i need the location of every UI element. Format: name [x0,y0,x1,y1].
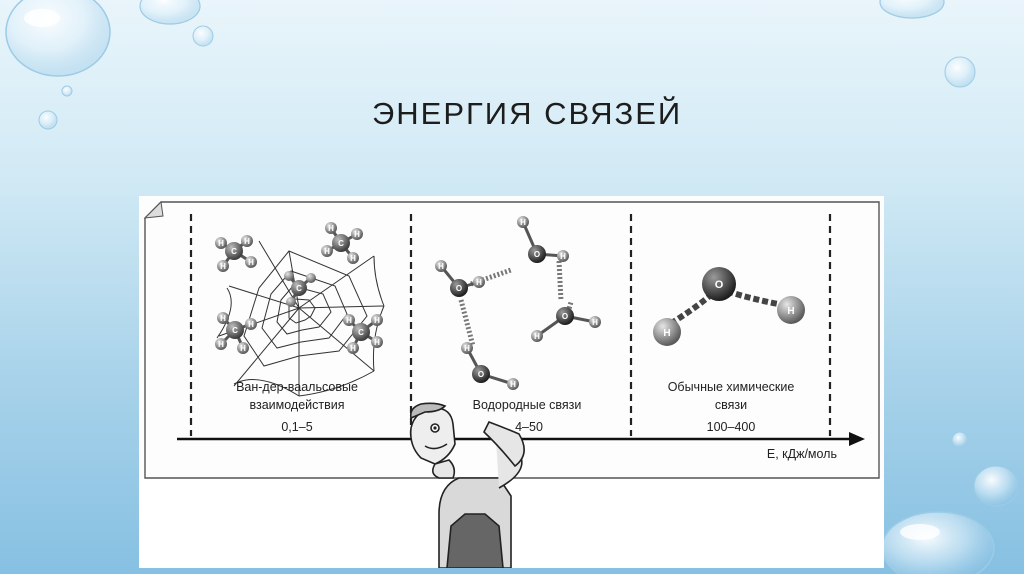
svg-text:H: H [350,254,356,263]
panel-3-energy: 100–400 [707,420,756,434]
svg-text:H: H [240,344,246,353]
water-molecule-1: O H H [435,260,485,297]
svg-text:C: C [231,247,237,256]
svg-text:O: O [456,284,462,293]
drop-right-3 [973,465,1019,507]
svg-text:H: H [220,262,226,271]
svg-text:C: C [232,326,238,335]
covalent-water-molecule: O H H [653,267,805,346]
panel-1-label-line2: взаимодействия [249,398,344,412]
methane-molecule-topright: C H H H H [321,222,363,264]
svg-text:O: O [534,250,540,259]
svg-text:C: C [296,284,302,293]
svg-text:H: H [476,278,482,287]
svg-text:H: H [218,340,224,349]
svg-text:H: H [354,230,360,239]
svg-text:H: H [346,316,352,325]
panel-1-energy: 0,1–5 [281,420,312,434]
svg-text:H: H [464,344,470,353]
methane-molecule-bottomright: C H H H H [343,314,383,354]
svg-text:H: H [248,258,254,267]
svg-text:H: H [324,247,330,256]
svg-text:H: H [220,314,226,323]
svg-text:C: C [358,328,364,337]
drop-top-right [879,0,945,19]
spider-web-illustration [216,240,385,397]
hydrogen-bond-links [458,260,574,347]
drop-large-topleft [5,0,111,77]
svg-text:H: H [560,252,566,261]
drop-small-3 [61,85,73,97]
strongman-cartoon [409,402,525,568]
svg-text:H: H [534,332,540,341]
water-molecule-4: O H H [461,342,519,390]
panel-2-energy: 4–50 [515,420,543,434]
methane-molecule-bottomleft: C H H H H [215,312,257,354]
svg-text:H: H [350,344,356,353]
panel-3-label-line2: связи [715,398,747,412]
energy-axis-arrow-icon [849,432,865,446]
water-molecule-2: O H H [517,216,569,263]
methane-molecule-topleft: C H H H H [215,235,257,272]
svg-text:H: H [510,380,516,389]
svg-text:O: O [715,279,724,291]
methane-molecule-center: C [284,271,316,307]
drop-small-2 [38,110,58,130]
svg-text:H: H [218,239,224,248]
panel-1-label-line1: Ван-дер-ваальсовые [236,380,358,394]
svg-text:H: H [328,224,334,233]
bond-energy-figure: E, кДж/моль C H H H H [139,196,884,568]
svg-text:H: H [244,237,250,246]
svg-text:H: H [438,262,444,271]
svg-text:H: H [592,318,598,327]
panel-separators [189,214,832,436]
svg-text:O: O [478,370,484,379]
slide-title: ЭНЕРГИЯ СВЯЗЕЙ [372,96,683,131]
axis-label: E, кДж/моль [767,447,837,461]
svg-text:H: H [374,338,380,347]
svg-text:H: H [374,316,380,325]
svg-text:H: H [663,328,670,339]
svg-text:C: C [338,239,344,248]
svg-text:H: H [787,306,794,317]
panel-2-label-line2: Водородные связи [473,398,582,412]
svg-text:H: H [248,320,254,329]
drop-right-1 [944,56,976,88]
svg-text:O: O [562,312,568,321]
folded-corner [143,200,164,219]
drop-small-1 [192,25,214,47]
svg-text:H: H [520,218,526,227]
water-molecule-3: O H H [531,307,601,342]
drop-right-2 [951,431,969,449]
drop-large-bottomright [881,511,995,574]
panel-3-label-line1: Обычные химические [668,380,795,394]
drop-top-center [139,0,201,25]
